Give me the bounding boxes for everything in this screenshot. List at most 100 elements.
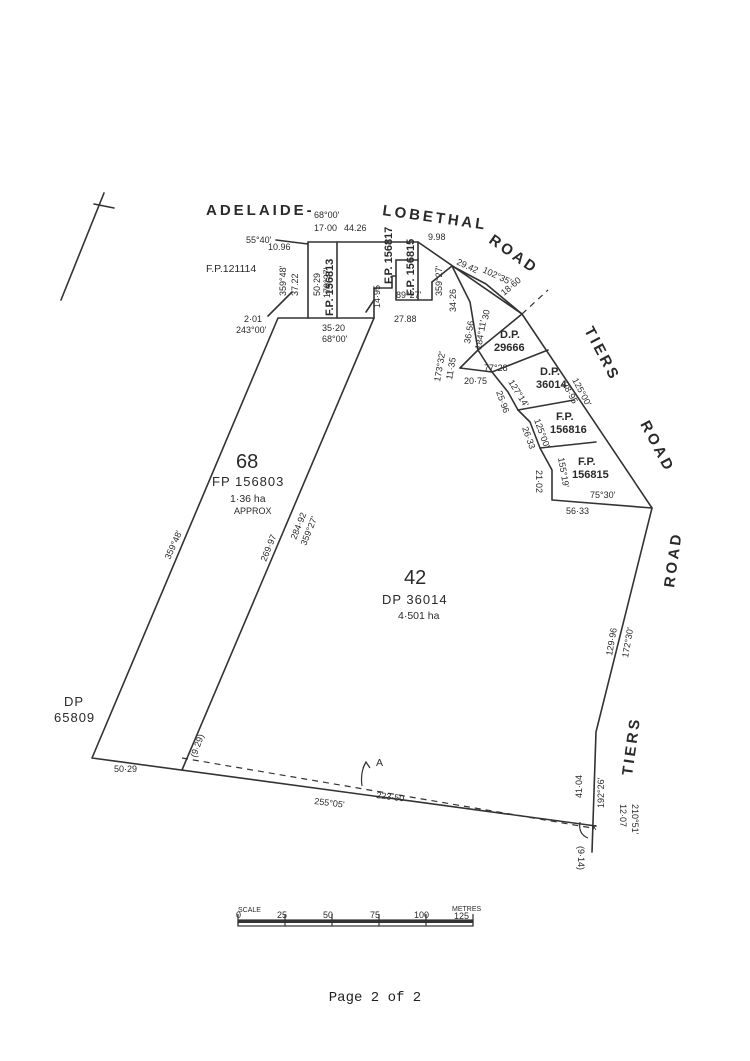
dim: (9·29)	[188, 733, 206, 759]
scale-tick-50: 50	[323, 910, 333, 920]
dim: 29.42	[455, 257, 480, 276]
dp36014-line	[491, 349, 549, 373]
scale-tick-125: 125	[454, 911, 469, 921]
dim: 11·35	[444, 357, 458, 381]
dim: 243°00'	[236, 325, 267, 335]
lot42-number: 42	[404, 567, 426, 589]
dp36014-west	[459, 367, 493, 373]
dim: 223·50	[376, 790, 405, 803]
dim: 44.26	[344, 223, 367, 233]
fp156816-line	[517, 399, 575, 411]
dim: 179°27'	[322, 267, 332, 298]
lot68-note: APPROX	[234, 506, 272, 516]
fp156815-outline	[395, 259, 433, 301]
dim: 30	[480, 309, 492, 321]
lot68-area: 1·36 ha	[230, 493, 266, 505]
fp156815a-label: F.P. 156815	[405, 239, 417, 296]
dim: 41·04	[574, 775, 584, 798]
road-label-tiers2: TIERS	[619, 716, 644, 777]
dim: 269·97	[259, 533, 279, 563]
dim: (9·14)	[576, 846, 586, 870]
scale-unit: METRES	[452, 906, 482, 913]
dim: 14·95	[372, 285, 382, 308]
dp36014-label-b: 36014	[536, 379, 567, 391]
fp156817-outline	[373, 275, 397, 289]
leader-55-40	[275, 239, 309, 245]
dp36014-label-a: D.P.	[540, 366, 560, 378]
dim: 34·26	[448, 289, 458, 312]
dp65809-label-a: DP	[64, 694, 84, 709]
lot68-plan: FP 156803	[212, 474, 284, 489]
dim: 21·02	[534, 470, 544, 493]
label-x: x	[592, 822, 597, 832]
scale-tick-100: 100	[414, 910, 429, 920]
outer-boundary	[307, 241, 653, 853]
dashed-road-extension	[521, 289, 549, 315]
dim: 359°27'	[434, 265, 444, 296]
dp65809-label-b: 65809	[54, 710, 95, 725]
fp-leader	[365, 299, 375, 313]
page-number: Page 2 of 2	[328, 990, 422, 1006]
road-label-tiers1: TIERS	[580, 324, 623, 384]
fp156816-label-b: 156816	[550, 424, 587, 436]
dim: 55°40'	[246, 235, 272, 245]
dim: 359°48'	[278, 265, 288, 296]
road-label-road-lower: ROAD	[661, 531, 686, 589]
dp29666-east	[477, 313, 523, 351]
dp29666-label-b: 29666	[494, 342, 525, 354]
dim: 68°00'	[314, 210, 340, 220]
fp156815-label-b: 156815	[572, 469, 609, 481]
rear-parcels-inner	[431, 265, 523, 315]
fp156815-line	[539, 441, 597, 449]
dim: 10.96	[268, 242, 291, 252]
dim: 192°26'	[596, 777, 606, 808]
north-arrow	[60, 192, 105, 301]
road-label-adelaide: ADELAIDE-	[206, 202, 315, 219]
dim: 89°27'	[396, 290, 422, 300]
dp29666-outline	[451, 265, 479, 369]
fp156813-label: F.P. 156813	[324, 259, 336, 316]
inner-stepped-boundary	[477, 349, 653, 509]
dim: 359°48'	[163, 529, 185, 561]
road-label-road-right: ROAD	[636, 418, 677, 476]
dim: 36·56	[462, 320, 476, 344]
road-label-lobethal: LOBETHAL	[381, 202, 488, 234]
corner-arc	[579, 821, 589, 839]
dim: 17·00	[314, 223, 337, 233]
dim: 129·96	[604, 627, 619, 656]
dim: 56·33	[566, 506, 589, 516]
scale-label: SCALE	[238, 907, 261, 914]
dim: 12·07	[618, 804, 628, 827]
scale-bar: SCALE METRES 0 25 50 75 100 125	[236, 906, 482, 927]
fp156816-label-a: F.P.	[556, 411, 574, 423]
fp156815-label-a: F.P.	[578, 456, 596, 468]
dim: 50·29	[114, 764, 137, 774]
fp156817-label: F.P. 156817	[383, 227, 395, 284]
lot68-east-boundary	[181, 317, 375, 771]
dim: 2·01	[244, 314, 262, 324]
dim: 26·33	[520, 425, 537, 450]
dim: 9.98	[428, 232, 446, 242]
leader-2-01	[267, 291, 293, 317]
north-arrow-tick	[93, 203, 115, 209]
southern-boundary	[91, 241, 597, 827]
dim: 210°51'	[630, 804, 640, 835]
lot42-area: 4·501 ha	[398, 610, 440, 622]
scale-tick-25: 25	[277, 910, 287, 920]
dim: 155°19'	[556, 457, 571, 489]
dim: 68°00'	[322, 334, 348, 344]
dim: 255°05'	[314, 796, 346, 810]
dim: 27.88	[394, 314, 417, 324]
dp29666-label-a: D.P.	[500, 329, 520, 341]
dim: 35·20	[322, 323, 345, 333]
dim: 172°30'	[620, 626, 635, 658]
lot42-plan: DP 36014	[382, 592, 448, 607]
dim: 77°28'	[484, 363, 510, 373]
dim: 20·75	[464, 376, 487, 386]
dim: 75°30'	[590, 490, 616, 500]
lot68-number: 68	[236, 451, 258, 473]
fp121114-label: F.P.121114	[206, 263, 256, 275]
scale-tick-0: 0	[236, 910, 241, 920]
dim: 37.22	[290, 273, 300, 296]
